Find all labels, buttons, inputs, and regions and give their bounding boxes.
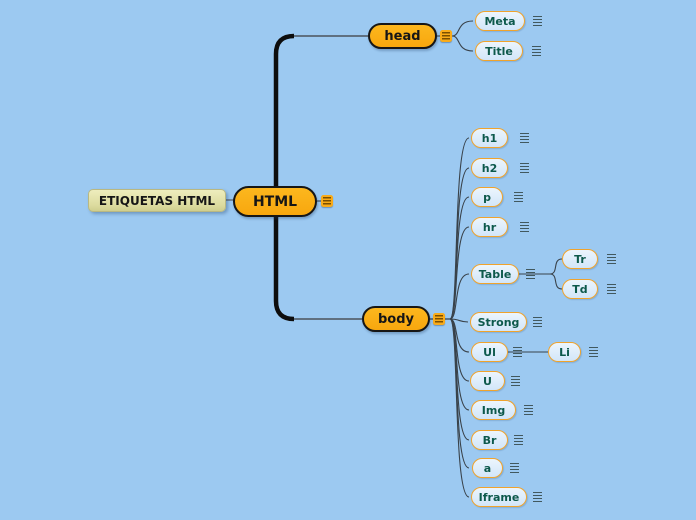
node-body-label: body (377, 311, 415, 327)
trunk-html-body (273, 217, 295, 322)
connector-head-meta (451, 20, 474, 37)
node-h2[interactable]: h2 (471, 158, 508, 178)
node-title-label: Title (485, 44, 513, 58)
node-ul-label: Ul (483, 345, 496, 359)
connector-body-hr (449, 226, 470, 320)
node-p[interactable]: p (471, 187, 503, 207)
node-img[interactable]: Img (471, 400, 516, 420)
node-table[interactable]: Table (471, 264, 519, 284)
node-td-menu-icon[interactable] (607, 284, 616, 294)
node-br-menu-icon[interactable] (514, 435, 523, 445)
node-u-label: U (483, 374, 492, 388)
node-etiquetas-html-label: ETIQUETAS HTML (98, 193, 216, 208)
node-html[interactable]: HTML (233, 186, 317, 217)
node-table-menu-icon[interactable] (526, 269, 535, 279)
node-td[interactable]: Td (562, 279, 598, 299)
node-table-label: Table (478, 267, 512, 281)
node-h1[interactable]: h1 (471, 128, 508, 148)
node-iframe-menu-icon[interactable] (533, 492, 542, 502)
node-h1-menu-icon[interactable] (520, 133, 529, 143)
node-head-menu-icon[interactable] (440, 30, 452, 42)
node-meta-menu-icon[interactable] (533, 16, 542, 26)
node-h2-label: h2 (481, 161, 498, 175)
node-hr[interactable]: hr (471, 217, 508, 237)
node-meta[interactable]: Meta (475, 11, 525, 31)
node-ul[interactable]: Ul (471, 342, 508, 362)
connector-body-a (449, 318, 470, 469)
node-tr-menu-icon[interactable] (607, 254, 616, 264)
node-img-menu-icon[interactable] (524, 405, 533, 415)
node-body-menu-icon[interactable] (433, 313, 445, 325)
node-u[interactable]: U (470, 371, 505, 391)
node-li[interactable]: Li (548, 342, 581, 362)
node-strong-label: Strong (477, 315, 520, 329)
node-p-label: p (483, 190, 491, 204)
connector-body-iframe (449, 318, 470, 498)
connector-head-title (451, 35, 474, 52)
node-title[interactable]: Title (475, 41, 523, 61)
node-h1-label: h1 (481, 131, 498, 145)
node-br-label: Br (482, 433, 497, 447)
connector-body-p (449, 196, 470, 320)
node-li-label: Li (559, 345, 570, 359)
node-html-label: HTML (252, 193, 298, 210)
node-title-menu-icon[interactable] (532, 46, 541, 56)
node-hr-menu-icon[interactable] (520, 222, 529, 232)
node-br[interactable]: Br (471, 430, 508, 450)
connector-body-h2 (449, 167, 470, 320)
node-td-label: Td (572, 282, 588, 296)
connector-body-table (449, 273, 470, 320)
trunk-html-head (273, 33, 295, 186)
node-strong[interactable]: Strong (470, 312, 527, 332)
connector-table-tr (549, 258, 563, 275)
node-a[interactable]: a (472, 458, 503, 478)
node-body[interactable]: body (362, 306, 430, 332)
node-a-menu-icon[interactable] (510, 463, 519, 473)
node-a-label: a (483, 461, 492, 475)
node-strong-menu-icon[interactable] (533, 317, 542, 327)
node-html-menu-icon[interactable] (321, 195, 333, 207)
node-tr[interactable]: Tr (562, 249, 598, 269)
node-ul-menu-icon[interactable] (513, 347, 522, 357)
node-img-label: Img (481, 403, 506, 417)
node-head[interactable]: head (368, 23, 437, 49)
node-meta-label: Meta (484, 14, 516, 28)
node-head-label: head (384, 28, 421, 44)
node-iframe[interactable]: Iframe (471, 487, 527, 507)
connector-table-td (549, 273, 563, 290)
node-u-menu-icon[interactable] (511, 376, 520, 386)
connector-body-strong (449, 318, 469, 323)
node-iframe-label: Iframe (478, 490, 520, 504)
node-li-menu-icon[interactable] (589, 347, 598, 357)
node-etiquetas-html[interactable]: ETIQUETAS HTML (88, 189, 226, 212)
node-tr-label: Tr (574, 252, 586, 266)
node-p-menu-icon[interactable] (514, 192, 523, 202)
node-hr-label: hr (482, 220, 497, 234)
node-h2-menu-icon[interactable] (520, 163, 529, 173)
connector-body-br (449, 318, 470, 441)
